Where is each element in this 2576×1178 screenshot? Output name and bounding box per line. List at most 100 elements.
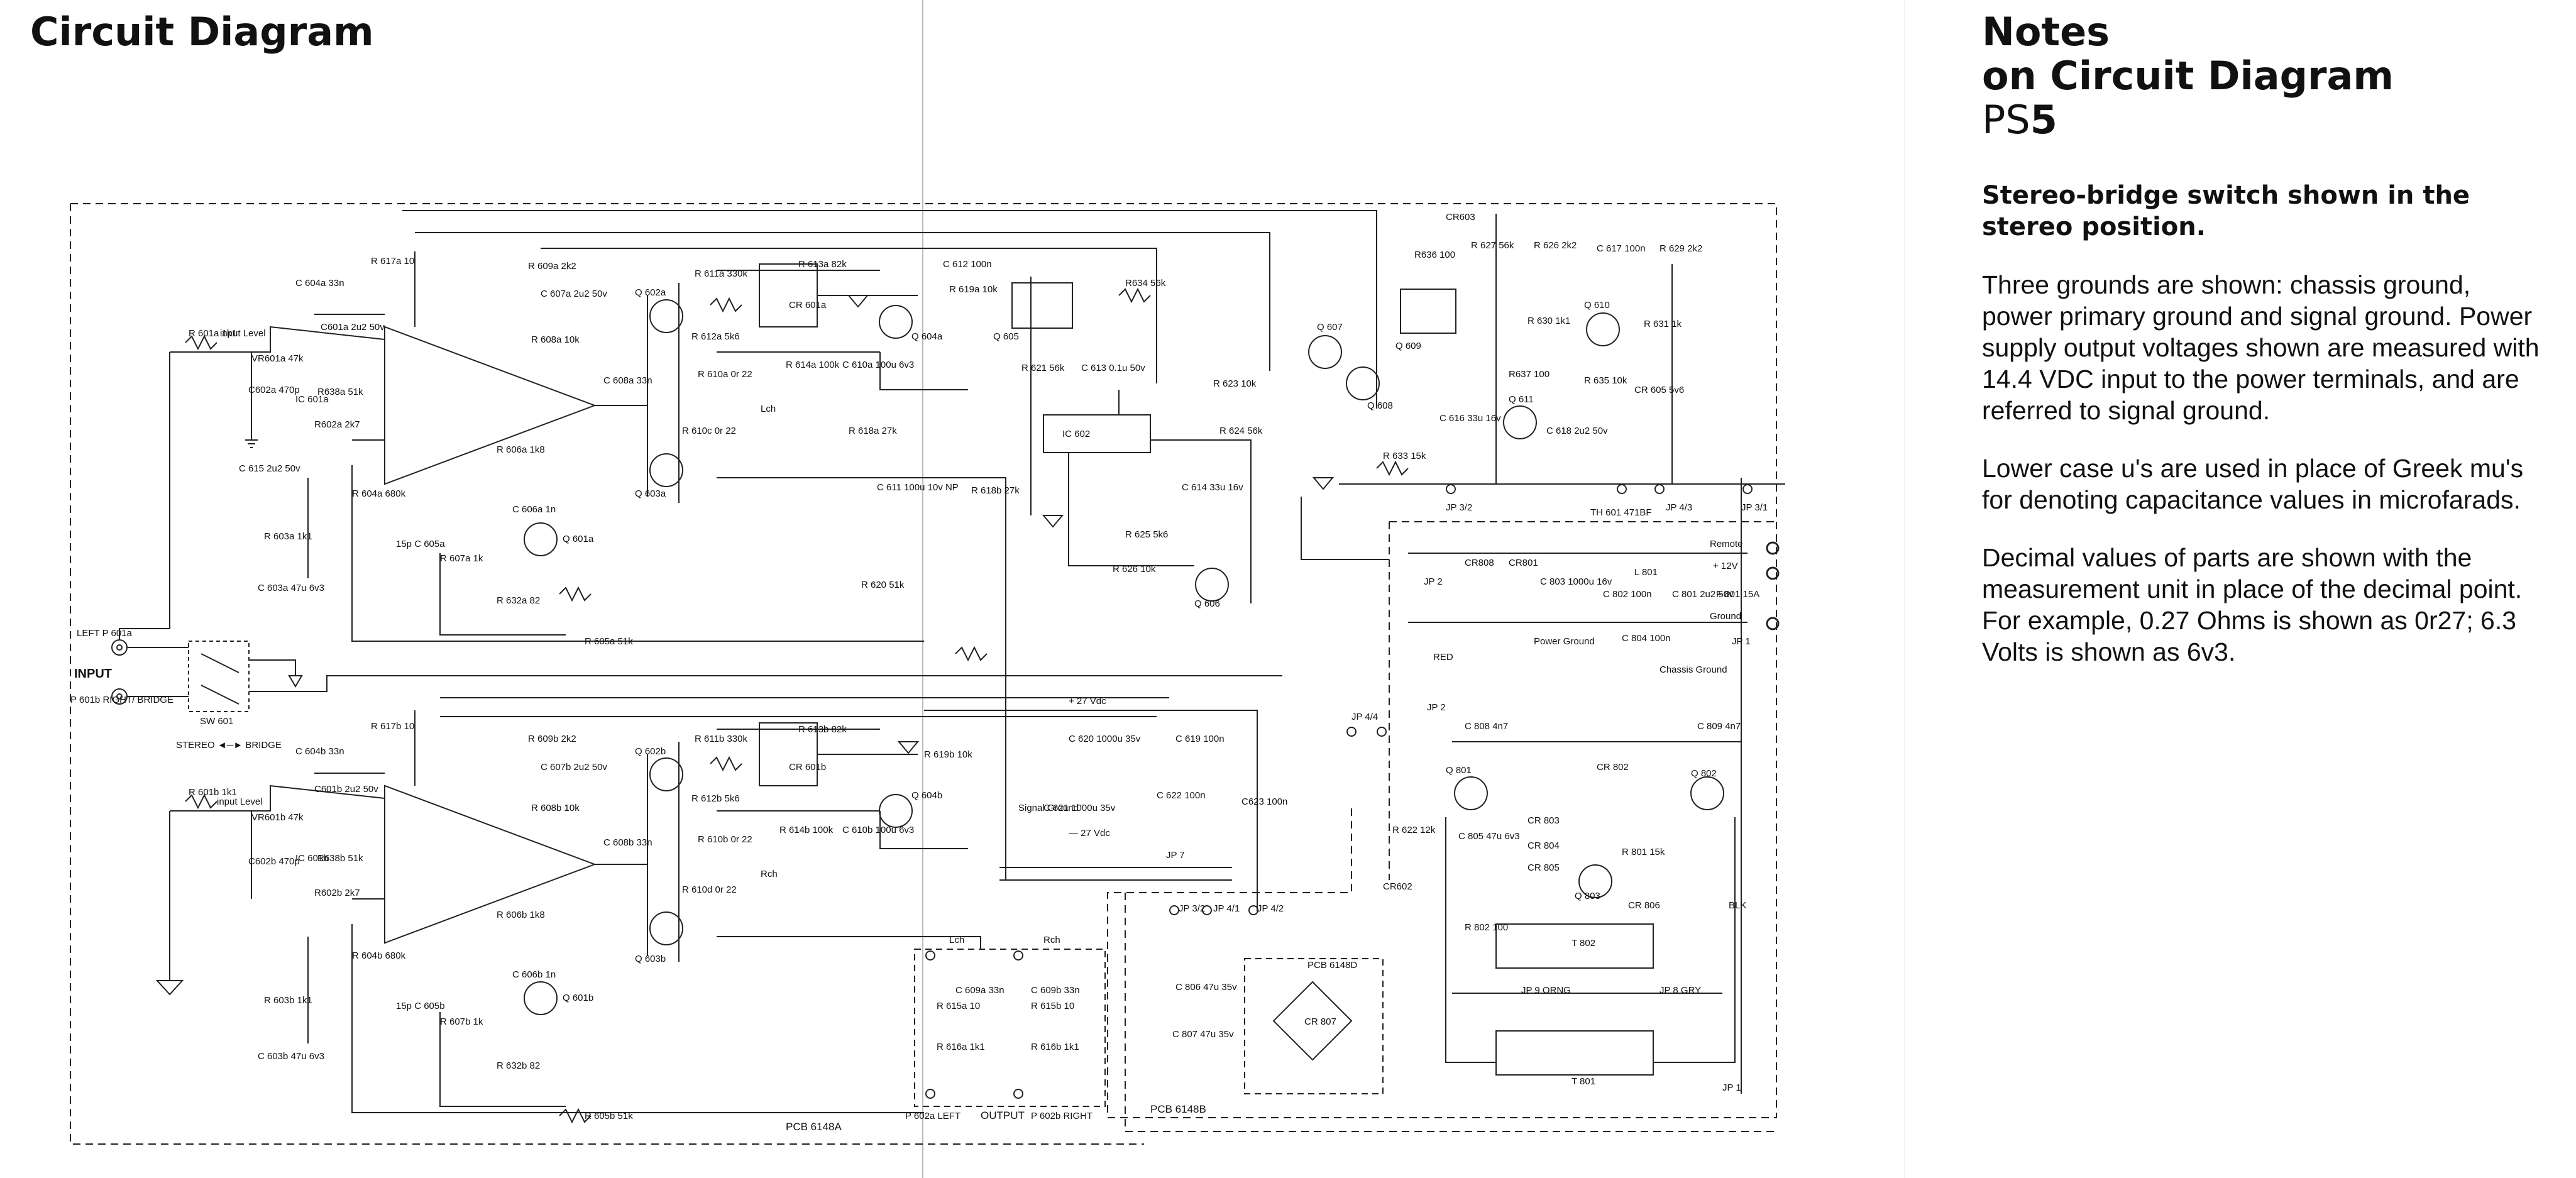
component-label-cr807: CR 807 (1304, 1016, 1336, 1027)
component-label-r626s: R 626 2k2 (1534, 240, 1577, 251)
component-label-jp32: JP 3/2 (1446, 502, 1472, 513)
component-label-vr601a: VR601a 47k (251, 353, 304, 364)
component-label-c620: C 620 1000u 35v (1069, 734, 1141, 744)
component-label-c616: C 616 33u 16v (1439, 413, 1501, 424)
component-label-c806: C 806 47u 35v (1175, 982, 1237, 993)
component-label-cr601a: CR 601a (789, 300, 827, 311)
component-label-r619a: R 619a 10k (949, 284, 998, 295)
right-input-label: P 601b RIGHT/ BRIDGE (70, 695, 173, 705)
component-label-r618a: R 618a 27k (849, 426, 897, 436)
component-label-q610: Q 610 (1584, 300, 1610, 311)
component-label-r638a: R638a 51k (317, 387, 363, 397)
component-label-c605b: 15p C 605b (396, 1001, 445, 1011)
note-grounds: Three grounds are shown: chassis ground,… (1982, 270, 2540, 425)
component-label-ground: Ground (1710, 611, 1741, 622)
sw601-label: SW 601 (200, 716, 233, 727)
component-label-r611a: R 611a 330k (695, 268, 747, 279)
component-label-jp31: JP 3/1 (1741, 502, 1768, 513)
component-label-q601b: Q 601b (563, 993, 593, 1003)
component-label-c615: C 615 2u2 50v (239, 463, 300, 474)
component-label-inlevel-a: input Level (220, 328, 266, 339)
component-label-r636: R636 100 (1414, 250, 1455, 260)
component-label-blk: BLK (1729, 900, 1746, 911)
component-label-red: RED (1433, 652, 1453, 663)
component-label-cr804: CR 804 (1527, 840, 1560, 851)
component-label-cr806: CR 806 (1628, 900, 1660, 911)
component-label-ic601b: IC 601b (295, 853, 329, 864)
pcb-6148b-label: PCB 6148B (1150, 1103, 1206, 1115)
component-label-q607: Q 607 (1317, 322, 1343, 333)
component-label-r623: R 623 10k (1213, 378, 1257, 389)
component-label-jp41: JP 4/1 (1213, 903, 1240, 914)
output-left-jack: P 602a LEFT (905, 1111, 960, 1121)
component-label-q802: Q 802 (1691, 768, 1717, 779)
component-label-r610c: R 610c 0r 22 (682, 426, 736, 436)
component-label-c804: C 804 100n (1622, 633, 1671, 644)
component-label-r612b: R 612b 5k6 (691, 793, 740, 804)
component-label-l801: L 801 (1634, 567, 1658, 578)
output-right-jack: P 602b RIGHT (1031, 1111, 1093, 1121)
component-label-v27: + 27 Vdc (1069, 696, 1106, 707)
output-rch: Rch (1043, 935, 1060, 945)
component-label-r631: R 631 1k (1644, 319, 1682, 329)
component-label-c606a: C 606a 1n (512, 504, 556, 515)
page-title: Circuit Diagram (30, 9, 374, 55)
component-label-cr605: CR 605 5v6 (1634, 385, 1684, 395)
component-label-c623: C623 100n (1241, 796, 1287, 807)
component-label-r632a: R 632a 82 (497, 595, 540, 606)
component-label-jp8: JP 8 GRY (1660, 985, 1701, 996)
component-label-q601a: Q 601a (563, 534, 594, 544)
component-label-c606b: C 606b 1n (512, 969, 556, 980)
component-label-ic601a: IC 601a (295, 394, 329, 405)
component-label-r624: R 624 56k (1219, 426, 1263, 436)
component-label-r622: R 622 12k (1392, 825, 1436, 835)
notes-subheading: Stereo-bridge switch shown in the stereo… (1982, 181, 2470, 241)
component-label-r633: R 633 15k (1383, 451, 1426, 461)
output-label: OUTPUT (981, 1109, 1025, 1121)
component-label-c611: C 611 100u 10v NP (877, 482, 959, 493)
input-label: INPUT (74, 667, 112, 681)
component-label-c603b: C 603b 47u 6v3 (258, 1051, 324, 1062)
component-label-r606a: R 606a 1k8 (497, 444, 545, 455)
component-label-r605a: R 605a 51k (585, 636, 633, 647)
component-label-ic602: IC 602 (1062, 429, 1090, 439)
component-label-r601b: R 601b 1k1 (189, 787, 237, 798)
component-label-jp44: JP 4/4 (1351, 712, 1378, 722)
note-decimal-values: Decimal values of parts are shown with t… (1982, 543, 2523, 666)
component-label-r606b: R 606b 1k8 (497, 910, 545, 920)
component-label-r610d: R 610d 0r 22 (682, 884, 737, 895)
component-label-t802: T 802 (1571, 938, 1595, 949)
component-label-c802: C 802 100n (1603, 589, 1652, 600)
component-label-c607b: C 607b 2u2 50v (541, 762, 607, 773)
component-label-c805: C 805 47u 6v3 (1458, 831, 1520, 842)
component-label-r638b: R638b 51k (317, 853, 363, 864)
output-lch: Lch (949, 935, 964, 945)
component-label-r609b: R 609b 2k2 (528, 734, 576, 744)
component-label-cr603: CR603 (1446, 212, 1475, 223)
component-label-t801: T 801 (1571, 1076, 1595, 1087)
component-label-c801: C 801 2u2 50v (1672, 589, 1734, 600)
pcb-6148a-label: PCB 6148A (786, 1121, 842, 1133)
component-label-r604a: R 604a 680k (352, 488, 406, 499)
component-label-r602b: R602b 2k7 (314, 888, 360, 898)
component-label-cgnd: Chassis Ground (1660, 664, 1727, 675)
component-label-r613a: R 613a 82k (798, 259, 847, 270)
component-label-r632b: R 632b 82 (497, 1060, 540, 1071)
component-label-r605b: R 605b 51k (585, 1111, 633, 1121)
component-label-c807: C 807 47u 35v (1172, 1029, 1234, 1040)
component-label-c803: C 803 1000u 16v (1540, 576, 1612, 587)
component-label-r801: R 801 15k (1622, 847, 1665, 857)
component-label-q801: Q 801 (1446, 765, 1472, 776)
model-prefix: PS (1982, 97, 2030, 143)
component-label-cr803: CR 803 (1527, 815, 1560, 826)
component-label-q605: Q 605 (993, 331, 1019, 342)
component-label-c622: C 622 100n (1157, 790, 1206, 801)
component-label-q611: Q 611 (1509, 394, 1534, 405)
component-label-q602a: Q 602a (635, 287, 666, 298)
component-label-c601a: C601a 2u2 50v (321, 322, 385, 333)
component-label-r616a: R 616a 1k1 (937, 1042, 985, 1052)
component-label-r614a: R 614a 100k (786, 360, 840, 370)
component-label-r619b: R 619b 10k (924, 749, 972, 760)
component-label-r602a: R602a 2k7 (314, 419, 360, 430)
